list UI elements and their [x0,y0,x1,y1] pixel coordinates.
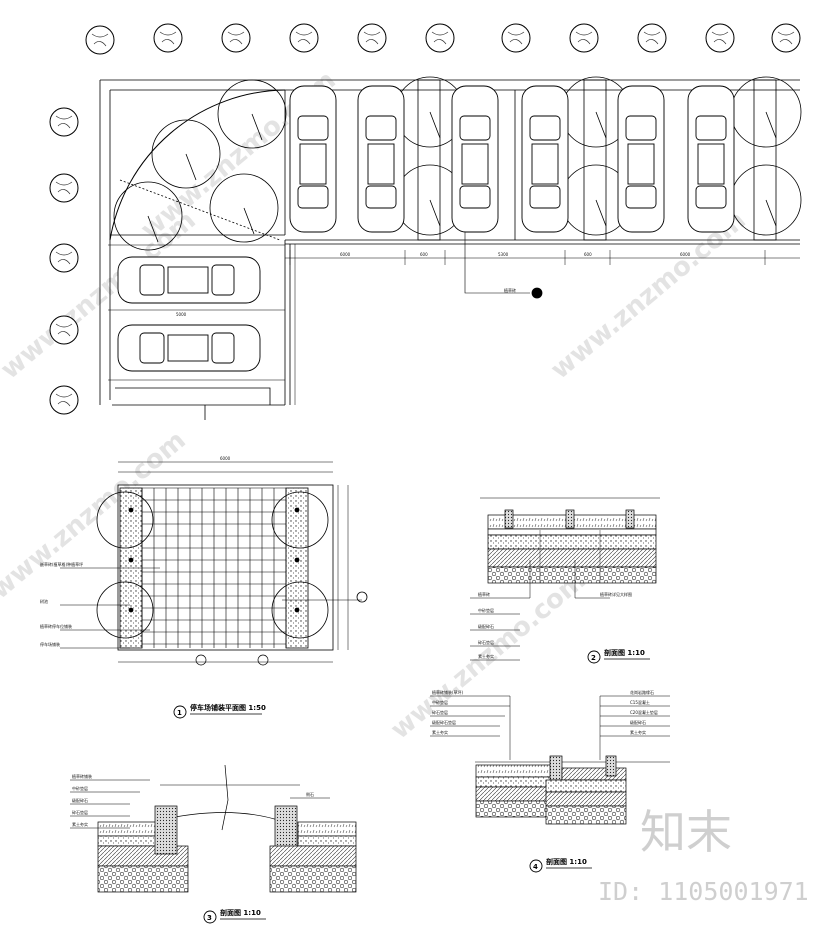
layer-label: C20混凝土垫层 [630,709,658,715]
layer-label: 中砂垫层 [478,607,494,613]
layer-label: 中砂垫层 [72,785,88,791]
layer-label: 碎石垫层 [432,709,448,715]
layer-label: 植草砖铺装 [72,773,92,779]
layer-label: C15混凝土 [630,699,650,705]
id-text: ID: 1105001971 [598,877,809,906]
section-detail-2 [470,497,660,661]
plan-label: 停车场铺装 [40,641,60,647]
dim-text: 6000 [680,252,691,257]
layer-label: 侧石 [306,791,314,797]
layer-label: 碎石垫层 [72,809,88,815]
brand-stamp: 知末 ID: 1105001971 [598,805,809,906]
section-title: 剖面图 1:10 [604,648,645,657]
section-4-labels: 植草砖铺装(草坪) 中砂垫层 碎石垫层 级配碎石垫层 素土夯实 花岗岩路缘石 C… [432,689,658,873]
section-detail-3 [70,764,357,893]
car-symbols [117,85,735,372]
watermark-text: www.znzmo.com [0,425,192,605]
section-title: 剖面图 1:10 [546,857,587,866]
layer-label: 花岗岩路缘石 [630,689,654,695]
layer-label: 植草砖 [478,591,490,597]
dim-text: 600 [584,252,592,257]
leader-label: 植草砖详见大样图 [600,591,632,597]
layer-label: 素土夯实 [72,821,88,827]
brand-logo-text: 知末 [640,805,732,859]
section-title: 停车场铺装平面图 1:50 [190,703,266,712]
dim-text: 5000 [176,312,187,317]
dim-text: 6000 [340,252,351,257]
tree-symbols [49,23,801,415]
plan-label: 植草砖停车位铺装 [40,623,72,629]
dim-text: 5300 [498,252,509,257]
layer-label: 植草砖铺装(草坪) [432,689,464,695]
layer-label: 素土夯实 [478,653,494,659]
layer-label: 级配碎石 [478,623,494,629]
layer-label: 级配碎石 [630,719,646,725]
section-3-labels: 植草砖铺装 中砂垫层 级配碎石 碎石垫层 素土夯实 侧石 3 剖面图 1:10 [72,773,314,924]
marker-number: 1 [177,709,182,717]
section-2-labels: 植草砖 中砂垫层 级配碎石 碎石垫层 素土夯实 植草砖详见大样图 2 剖面图 1… [478,591,650,664]
dim-text: 600 [420,252,428,257]
layer-label: 级配碎石 [72,797,88,803]
plan-dimensions: 6000 600 5300 600 6000 5000 植草砖 [176,252,691,317]
marker-number: 2 [591,654,596,662]
plan-label: 嵌草砖(植草格)种植草坪 [40,561,83,567]
plan-label: 树池 [40,598,48,604]
tree-texture [55,31,795,407]
marker-number: 4 [533,863,538,871]
layer-label: 素土夯实 [432,729,448,735]
section-title: 剖面图 1:10 [220,908,261,917]
layer-label: 级配碎石垫层 [432,719,456,725]
layer-label: 中砂垫层 [432,699,448,705]
paving-callouts: 嵌草砖(植草格)种植草坪 树池 植草砖停车位铺装 停车场铺装 6000 [40,456,269,666]
layer-label: 碎石垫层 [478,639,494,645]
dim-text: 6000 [220,456,231,461]
section-title-1: 1 停车场铺装平面图 1:50 [173,703,266,719]
section-detail-4 [430,695,670,825]
marker-number: 3 [207,914,212,922]
layer-label: 素土夯实 [630,729,646,735]
paving-grid [141,487,287,648]
leader-label: 植草砖 [504,287,516,293]
